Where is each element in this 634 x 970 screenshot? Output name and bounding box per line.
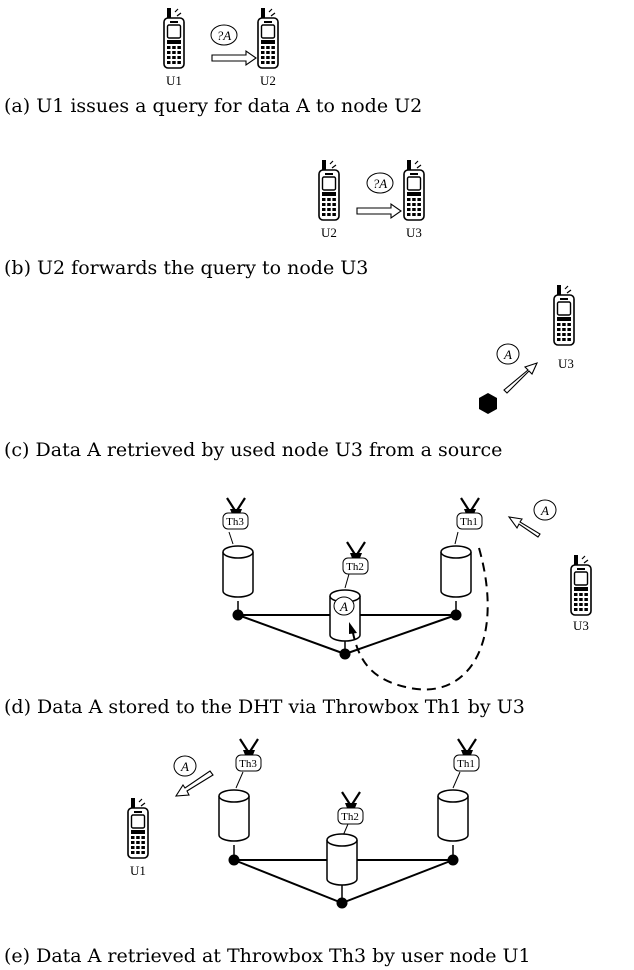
mobile-phone-icon bbox=[553, 284, 575, 346]
throwbox-th1: Th1 bbox=[440, 496, 483, 598]
mobile-phone-icon bbox=[257, 7, 279, 69]
sender-node-label: U2 bbox=[321, 225, 337, 240]
message-label: ?A bbox=[217, 28, 232, 43]
message-bubble bbox=[496, 343, 520, 365]
sender-node-label: U1 bbox=[166, 73, 182, 88]
message-bubble bbox=[173, 755, 197, 777]
message-bubble bbox=[533, 499, 557, 521]
throwbox-th2: Th2 A bbox=[329, 540, 369, 642]
mobile-phone-icon bbox=[403, 159, 425, 221]
throwbox-th3: Th3 bbox=[222, 496, 254, 598]
mobile-phone-icon bbox=[318, 159, 340, 221]
node-label: U3 bbox=[558, 356, 574, 371]
arrow-diagonal-icon bbox=[503, 362, 539, 394]
antenna-icon bbox=[238, 737, 260, 757]
dht-node bbox=[450, 609, 462, 621]
caption-e: (e) Data A retrieved at Throwbox Th3 by … bbox=[4, 945, 531, 967]
dht-node bbox=[228, 854, 240, 866]
throwbox-label: Th1 bbox=[460, 516, 478, 528]
message-label: A bbox=[503, 347, 512, 362]
dht-node bbox=[336, 897, 348, 909]
panel-e: Th3 Th2 Th1 A U1 (e) Data A retrieved bbox=[4, 737, 531, 967]
antenna-icon bbox=[340, 790, 362, 810]
caption-c: (c) Data A retrieved by used node U3 fro… bbox=[4, 439, 502, 461]
hexagon-source-icon bbox=[479, 393, 497, 414]
throwbox-label-box bbox=[342, 557, 369, 575]
throwbox-label: Th2 bbox=[346, 561, 364, 573]
throwbox-label-box bbox=[235, 754, 262, 772]
throwbox-th2: Th2 bbox=[326, 790, 364, 886]
receiver-node-label: U2 bbox=[260, 73, 276, 88]
throwbox-th3: Th3 bbox=[218, 737, 262, 842]
mobile-phone-icon bbox=[570, 554, 592, 616]
throwbox-cylinder-icon bbox=[437, 789, 469, 842]
throwbox-th1: Th1 bbox=[437, 737, 480, 842]
arrowhead-icon bbox=[349, 622, 357, 634]
throwbox-cylinder-icon bbox=[222, 545, 254, 598]
arrow-diagonal-icon bbox=[507, 516, 541, 538]
throwbox-label-box bbox=[456, 512, 483, 530]
panel-d: Th3 Th2 A Th1 A bbox=[4, 496, 592, 718]
caption-a: (a) U1 issues a query for data A to node… bbox=[4, 95, 422, 117]
storage-path bbox=[351, 547, 489, 691]
stored-item-bubble bbox=[333, 596, 355, 616]
arrow-right-icon bbox=[356, 202, 402, 220]
receiver-node-label: U3 bbox=[406, 225, 422, 240]
throwbox-cylinder-icon bbox=[440, 545, 472, 598]
throwbox-label-box bbox=[337, 807, 364, 825]
message-label: ?A bbox=[373, 176, 388, 191]
stored-item-label: A bbox=[339, 599, 348, 614]
panel-a: U1 ?A U2 (a) U1 issues a query for data … bbox=[4, 7, 422, 117]
throwbox-label: Th2 bbox=[341, 811, 359, 823]
arrow-diagonal-icon bbox=[174, 770, 214, 797]
antenna-icon bbox=[225, 496, 247, 516]
antenna-icon bbox=[456, 737, 478, 757]
panel-b: U2 ?A U3 (b) U2 forwards the query to no… bbox=[4, 159, 425, 279]
arrow-right-icon bbox=[211, 49, 257, 67]
throwbox-cylinder-icon bbox=[326, 833, 358, 886]
message-bubble bbox=[366, 172, 394, 194]
throwbox-label: Th3 bbox=[239, 758, 257, 770]
antenna-icon bbox=[345, 540, 367, 560]
mobile-phone-icon bbox=[127, 797, 149, 859]
throwbox-label: Th1 bbox=[457, 758, 475, 770]
message-label: A bbox=[180, 759, 189, 774]
caption-b: (b) U2 forwards the query to node U3 bbox=[4, 257, 368, 279]
dht-links bbox=[233, 845, 454, 904]
message-bubble bbox=[210, 24, 238, 46]
dht-node bbox=[339, 648, 351, 660]
throwbox-cylinder-icon bbox=[218, 789, 250, 842]
panel-c: U3 A (c) Data A retrieved by used node U… bbox=[4, 284, 575, 461]
node-label: U1 bbox=[130, 863, 146, 878]
throwbox-label-box bbox=[453, 754, 480, 772]
message-label: A bbox=[540, 503, 549, 518]
dht-node bbox=[447, 854, 459, 866]
throwbox-label-box bbox=[222, 512, 249, 530]
caption-d: (d) Data A stored to the DHT via Throwbo… bbox=[4, 696, 525, 718]
dht-node bbox=[232, 609, 244, 621]
node-label: U3 bbox=[573, 618, 589, 633]
mobile-phone-icon bbox=[163, 7, 185, 69]
throwbox-label: Th3 bbox=[226, 516, 244, 528]
antenna-icon bbox=[459, 496, 481, 516]
